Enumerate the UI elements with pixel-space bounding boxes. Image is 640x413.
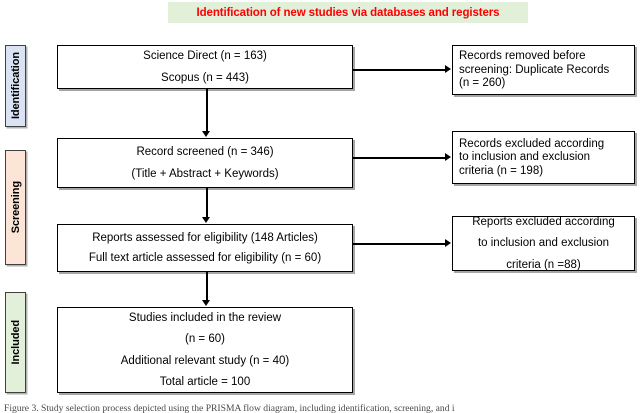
box-records-excluded: Records excluded according to inclusion … (452, 131, 635, 184)
box-reports-excluded-line-3: criteria (n =88) (506, 258, 581, 271)
box-records-excluded-line-2: to inclusion and exclusion (459, 151, 591, 164)
box-studies-included-line-2: (n = 60) (185, 333, 225, 346)
box-records-excluded-line-1: Records excluded according (459, 137, 605, 150)
stage-label-included: Included (5, 292, 26, 393)
arrowhead-eligibility-to-excluded (445, 239, 451, 247)
box-reports-excluded-line-2: to inclusion and exclusion (477, 237, 610, 250)
box-records-screened-line-1: Record screened (n = 346) (136, 146, 274, 159)
stage-label-identification: Identification (5, 45, 26, 127)
arrowhead-eligibility-to-included (202, 300, 210, 306)
box-records-removed-line-3: (n = 260) (459, 77, 506, 90)
connector-screened-to-excluded (353, 157, 446, 159)
box-records-excluded-line-3: criteria (n = 198) (459, 164, 544, 177)
box-records-identified-line-1: Science Direct (n = 163) (143, 50, 267, 63)
box-records-identified: Science Direct (n = 163) Scopus (n = 443… (57, 45, 353, 89)
box-records-identified-line-2: Scopus (n = 443) (161, 71, 249, 84)
figure-caption: Figure 3. Study selection process depict… (4, 403, 455, 413)
box-reports-assessed-line-2: Full text article assessed for eligibili… (88, 251, 322, 264)
box-records-removed-line-2: screening: Duplicate Records (459, 63, 610, 76)
stage-label-identification-text: Identification (9, 52, 22, 120)
box-studies-included-line-1: Studies included in the review (128, 311, 282, 324)
stage-label-screening: Screening (5, 150, 26, 265)
box-reports-assessed: Reports assessed for eligibility (148 Ar… (57, 224, 353, 272)
diagram-header-banner: Identification of new studies via databa… (168, 2, 528, 23)
arrowhead-sources-to-screened (202, 131, 210, 137)
box-studies-included-line-3: Additional relevant study (n = 40) (120, 354, 290, 367)
box-studies-included-line-4: Total article = 100 (159, 375, 251, 388)
box-reports-assessed-line-1: Reports assessed for eligibility (148 Ar… (92, 232, 318, 245)
connector-sources-to-screened (206, 89, 208, 132)
connector-screened-to-eligibility (206, 188, 208, 218)
arrowhead-screened-to-eligibility (202, 217, 210, 223)
arrowhead-sources-to-removed (445, 65, 451, 73)
box-records-removed-line-1: Records removed before (459, 50, 586, 63)
box-records-removed: Records removed before screening: Duplic… (452, 45, 635, 95)
stage-label-included-text: Included (9, 320, 22, 365)
box-reports-excluded: Reports excluded according to inclusion … (452, 216, 635, 271)
connector-eligibility-to-excluded (353, 243, 446, 245)
box-records-screened-line-2: (Title + Abstract + Keywords) (131, 167, 279, 180)
connector-sources-to-removed (353, 69, 446, 71)
connector-eligibility-to-included (206, 272, 208, 301)
box-reports-excluded-line-1: Reports excluded according (472, 215, 615, 228)
diagram-header-text: Identification of new studies via databa… (196, 6, 500, 19)
box-records-screened: Record screened (n = 346) (Title + Abstr… (57, 138, 353, 188)
arrowhead-screened-to-excluded (445, 153, 451, 161)
box-studies-included: Studies included in the review (n = 60) … (57, 307, 353, 393)
stage-label-screening-text: Screening (9, 181, 22, 234)
